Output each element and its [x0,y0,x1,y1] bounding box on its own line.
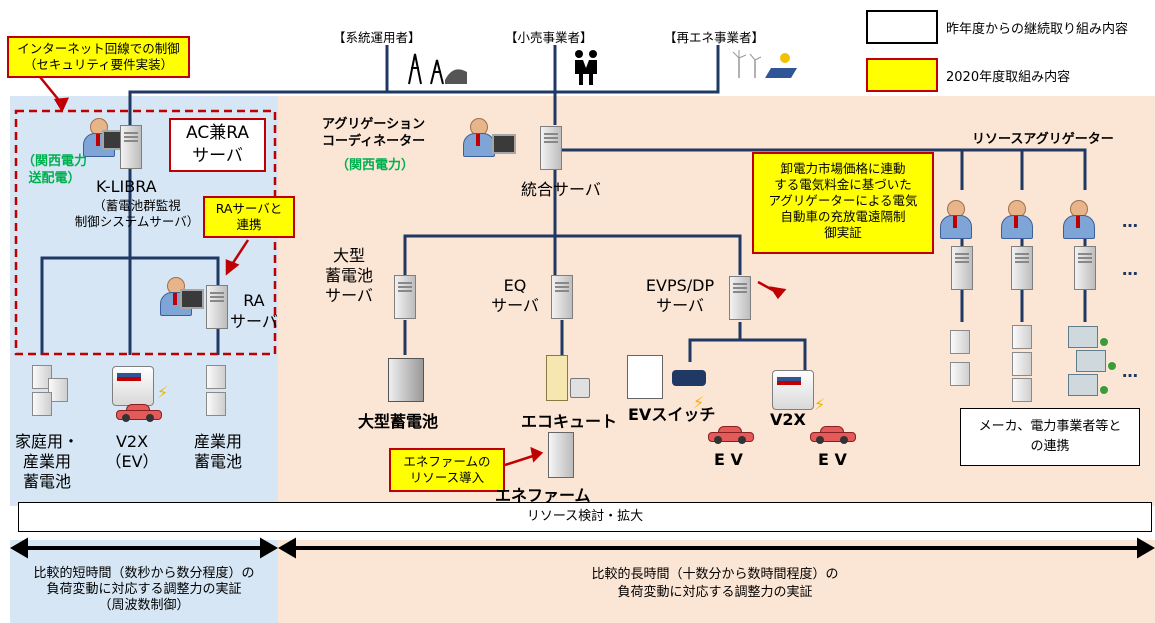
kansai-td-label: （関西電力送配電） [22,154,88,186]
legend-2020-swatch [866,58,938,92]
ra-server-icon [206,285,228,329]
long-term-footer-panel [278,540,1155,623]
aggregator-battery-icon-1 [950,330,970,354]
aggregator-person-icon-1 [935,200,975,244]
callout-enefarm: エネファームのリソース導入 [389,448,505,492]
enefarm-label: エネファーム [495,486,591,505]
building-icon-2 [1076,350,1106,372]
v2x-charger-icon [112,366,154,406]
ev-car-icon-2 [708,426,754,444]
more-dots-2: … [1122,260,1140,279]
integrated-server-label: 統合サーバ [521,180,601,199]
stakeholder-grid-operator: 【系統運用者】 [333,30,421,45]
enefarm-icon [548,432,574,478]
tree-icon-3 [1100,386,1108,394]
callout-ra-link: RAサーバと連携 [203,196,295,238]
kansai-label: （関西電力） [336,158,415,173]
maker-partnership-box: メーカ、電力事業者等との連携 [960,408,1140,466]
ecocute-tank-icon [546,355,568,401]
ev-car-icon [116,404,162,422]
industrial-battery-icon [206,365,226,389]
short-term-footer-panel [10,540,278,623]
aggregator-battery-icon-5 [1012,378,1032,402]
klibra-server-icon [120,125,142,169]
ev-label-2: E V [818,450,847,469]
large-battery-icon [388,358,424,402]
more-dots-3: … [1122,362,1140,381]
industrial-battery-label: 産業用蓄電池 [193,432,242,471]
klibra-description: （蓄電池群監視制御システムサーバ） [74,198,200,229]
ev-switch-label: EVスイッチ [628,405,716,424]
v2x-ev-label: V2X（EV） [105,432,159,471]
large-battery-server-label: 大型蓄電池サーバ [324,246,373,305]
aggregator-person-icon-3 [1058,200,1098,244]
home-battery-icon [32,365,52,389]
more-dots-1: … [1122,212,1140,231]
aggregator-server-icon-1 [951,246,973,290]
klibra-label: K-LIBRA [96,177,157,196]
legend-2020-label: 2020年度取組み内容 [946,70,1071,85]
aggregator-battery-icon-4 [1012,352,1032,376]
building-icon-3 [1068,374,1098,396]
home-battery-icon-3 [32,392,52,416]
stakeholder-renewable: 【再エネ事業者】 [664,30,765,45]
v2x-bolt-icon: ⚡ [814,395,826,414]
eq-server-icon [551,275,573,319]
coordinator-monitor-icon [492,134,516,154]
evps-dp-server-icon [729,276,751,320]
stakeholder-retailer: 【小売事業者】 [505,30,593,45]
ev-car-icon-3 [810,426,856,444]
resource-aggregator-label: リソースアグリゲーター [972,132,1114,147]
home-battery-icon-2 [48,378,68,402]
v2x-charger-icon-2 [772,370,814,410]
short-term-description: 比較的短時間（数秒から数分程度）の負荷変動に対応する調整力の実証（周波数制御） [33,566,255,613]
solar-wind-icon [732,50,797,78]
tree-icon-2 [1108,362,1116,370]
home-industrial-battery-label: 家庭用・産業用蓄電池 [14,432,79,491]
legend-continuing-swatch [866,10,938,44]
ev-switch-outlet-icon [627,355,663,399]
callout-market-price-ev: 卸電力市場価格に連動する電気料金に基づいたアグリゲーターによる電気自動車の充放電… [752,152,934,254]
callout-internet-control: インターネット回線での制御（セキュリティ要件実装） [7,36,190,78]
tree-icon-1 [1100,338,1108,346]
legend-continuing-label: 昨年度からの継続取り組み内容 [946,22,1129,37]
industrial-battery-icon-2 [206,392,226,416]
handshake-icon [575,50,597,85]
aggregation-coordinator-label: アグリゲーションコーディネーター [322,117,426,149]
integrated-server-icon [540,126,562,170]
ev-label-1: E V [714,450,743,469]
ev-switch-bolt-icon: ⚡ [693,393,705,412]
ecocute-label: エコキュート [521,412,618,431]
building-icon-1 [1068,326,1098,348]
ev-switch-plug-icon [672,370,706,386]
ra-monitor-icon [180,289,204,309]
v2x-label: V2X [770,410,806,429]
ecocute-unit-icon [570,378,590,398]
large-battery-label: 大型蓄電池 [358,412,439,431]
resource-expansion-bar: リソース検討・拡大 [18,502,1152,532]
bolt-icon: ⚡ [157,383,169,402]
aggregator-battery-icon-3 [1012,325,1032,349]
long-term-description: 比較的長時間（十数分から数時間程度）の負荷変動に対応する調整力の実証 [591,567,839,600]
power-grid-icon [408,53,467,85]
aggregator-battery-icon-2 [950,362,970,386]
aggregator-server-icon-3 [1074,246,1096,290]
large-battery-server-icon [394,275,416,319]
aggregator-server-icon-2 [1011,246,1033,290]
aggregator-person-icon-2 [996,200,1036,244]
